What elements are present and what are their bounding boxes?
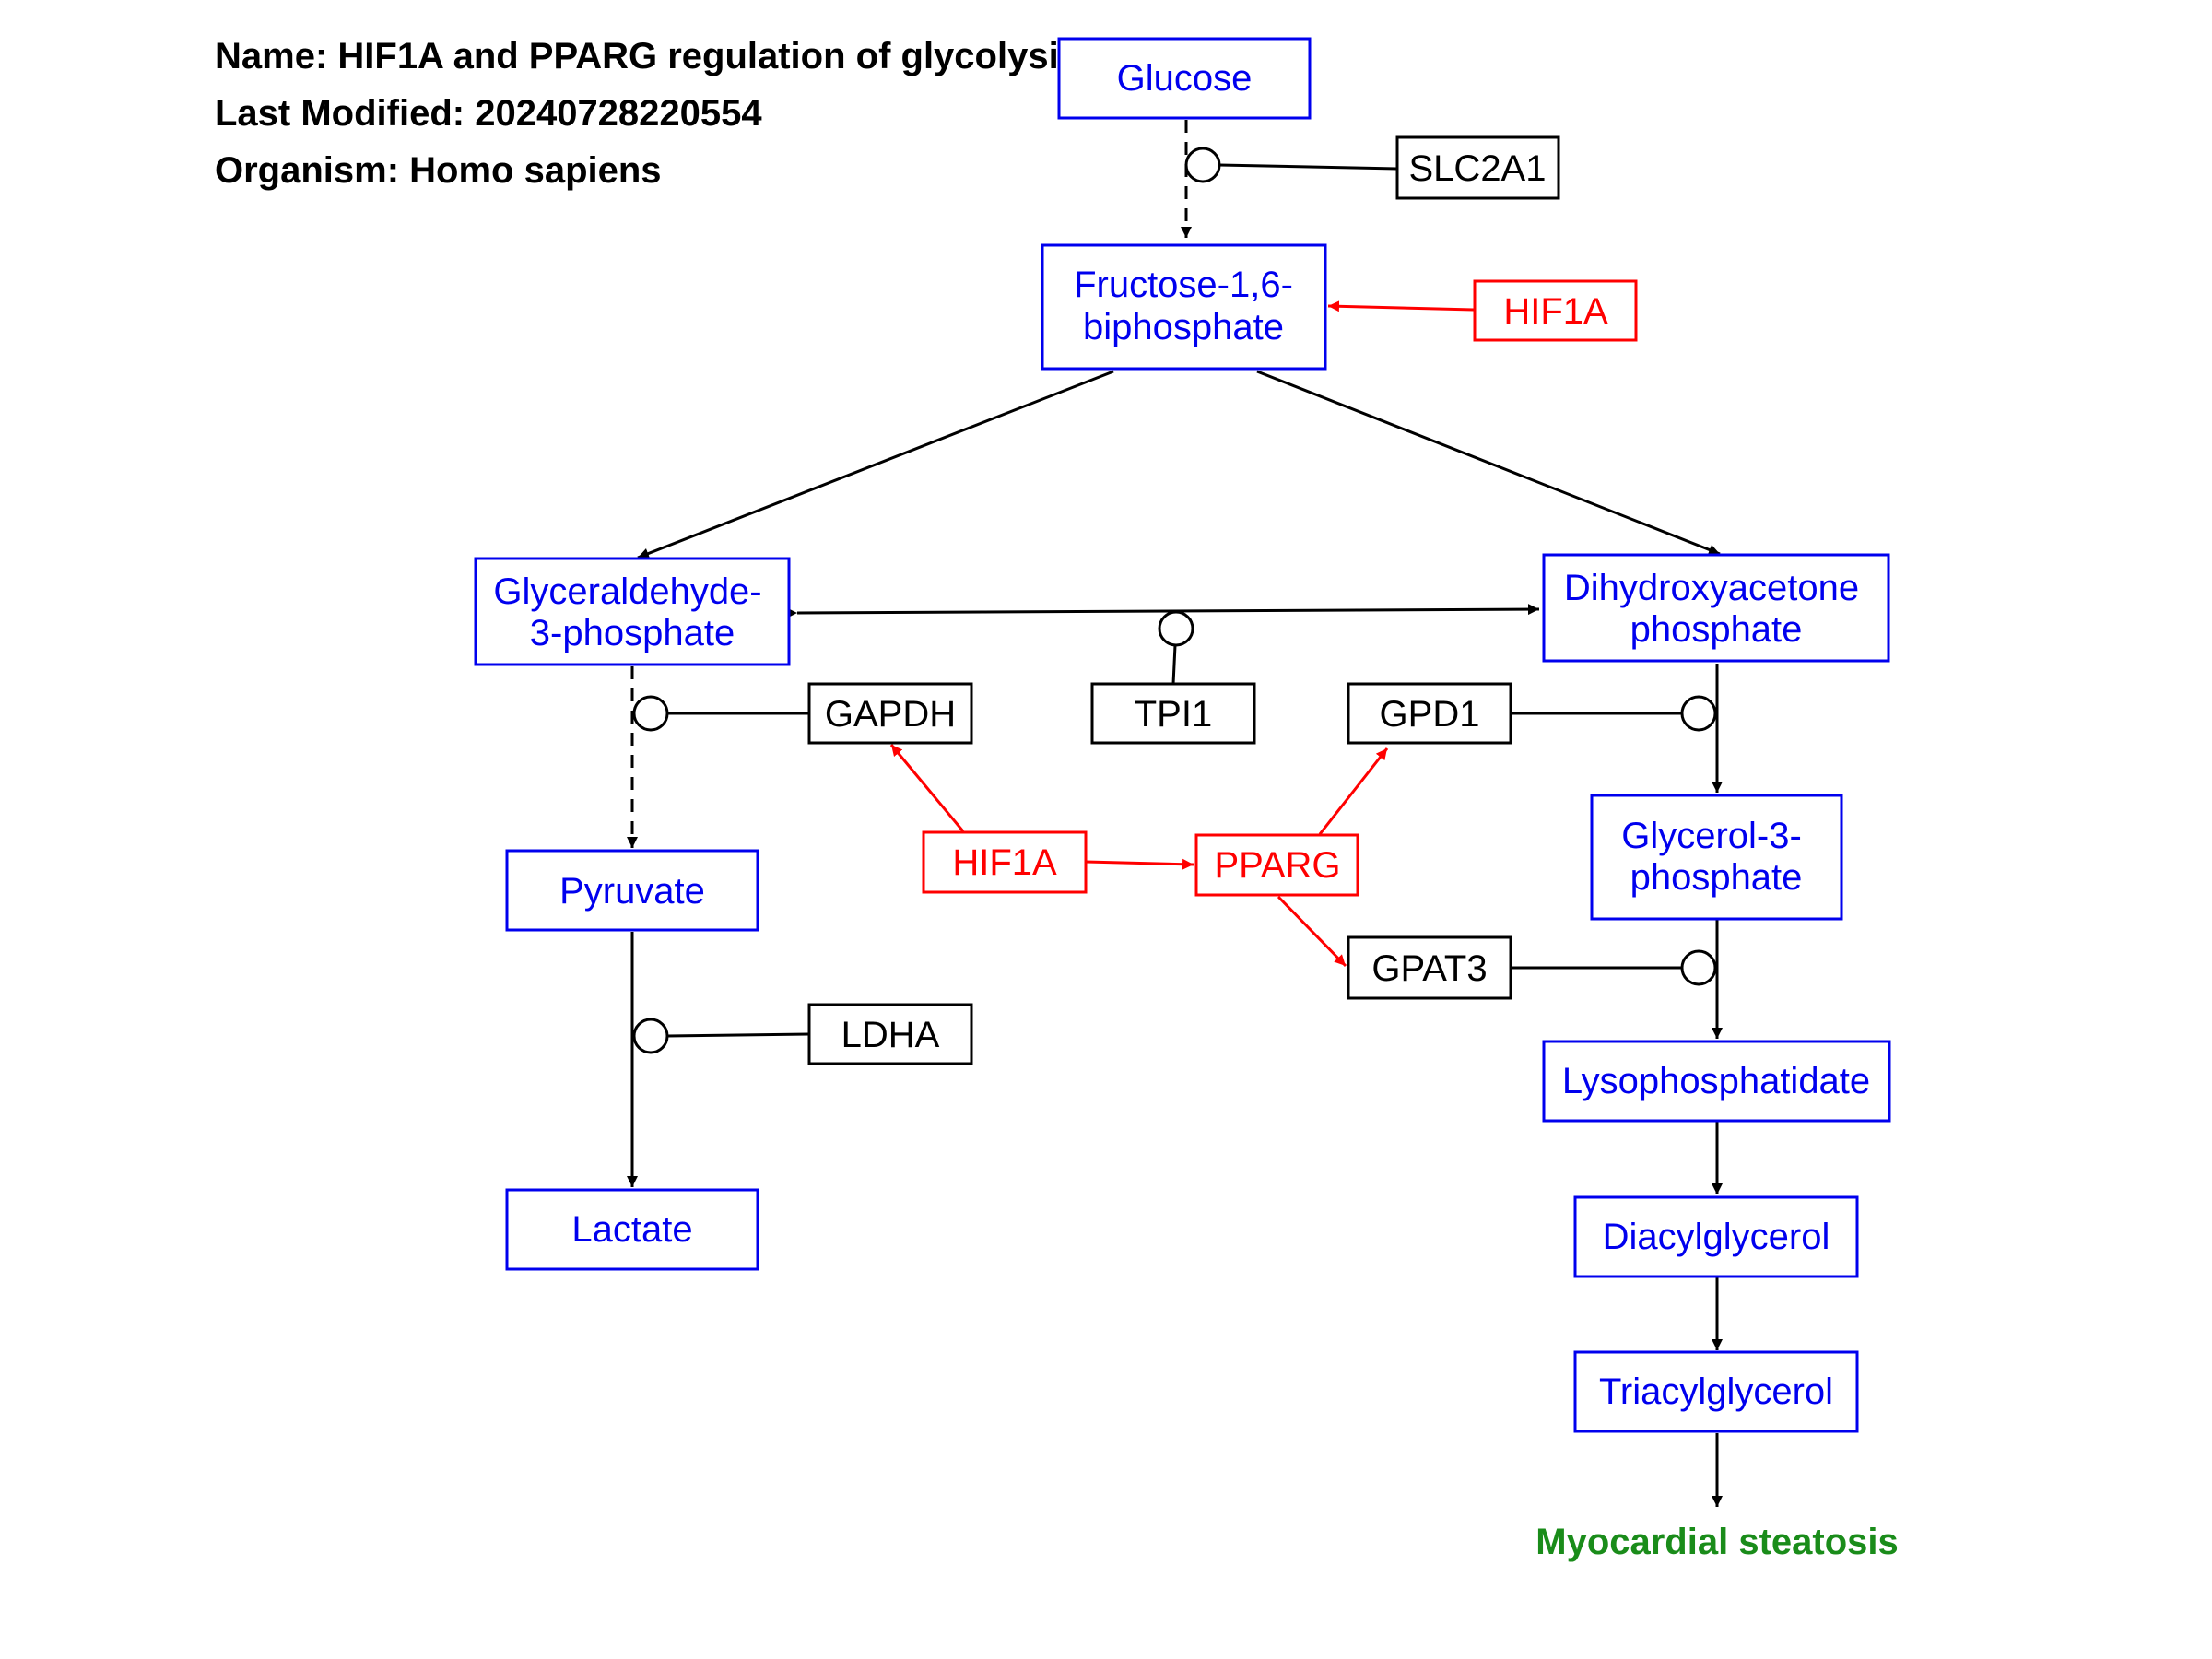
edge-fbp-dhap: [1256, 370, 1721, 556]
node-diacylglycerol[interactable]: Diacylglycerol: [1573, 1195, 1859, 1278]
label-dhap-line1: Dihydroxyacetone: [1564, 568, 1859, 608]
node-fructose-1-6-biphosphate[interactable]: Fructose-1,6- biphosphate: [1041, 243, 1327, 371]
node-glucose[interactable]: Glucose: [1057, 37, 1312, 120]
edge-slc2a1-catalysis: [1218, 163, 1398, 171]
label-hif1a-top: HIF1A: [1503, 291, 1608, 332]
catalysis-circle-gapdh: [632, 695, 669, 732]
pathway-name: Name: HIF1A and PPARG regulation of glyc…: [215, 36, 1079, 76]
label-pparg: PPARG: [1214, 845, 1340, 886]
regulator-nodes: HIF1A HIF1A PPARG: [922, 279, 1638, 897]
label-g3p-line1: Glyceraldehyde-: [493, 571, 761, 612]
edge-hif1a-pparg: [1085, 858, 1194, 870]
node-tpi1[interactable]: TPI1: [1090, 682, 1256, 745]
label-hif1a-mid: HIF1A: [952, 842, 1057, 883]
label-glucose: Glucose: [1117, 58, 1253, 99]
label-fbp-line2: biphosphate: [1083, 307, 1284, 347]
metabolite-nodes: Glucose Fructose-1,6- biphosphate Glycer…: [474, 37, 1891, 1433]
node-glyceraldehyde-3-phosphate[interactable]: Glyceraldehyde- 3-phosphate: [474, 557, 791, 666]
node-hif1a-mid[interactable]: HIF1A: [922, 830, 1088, 894]
node-hif1a-top[interactable]: HIF1A: [1473, 279, 1638, 342]
label-gpat3: GPAT3: [1371, 948, 1487, 989]
edge-g3p-dhap: [785, 604, 1540, 619]
node-dihydroxyacetone-phosphate[interactable]: Dihydroxyacetone phosphate: [1542, 553, 1890, 663]
node-gpd1[interactable]: GPD1: [1347, 682, 1512, 745]
edge-pparg-gpat3: [1277, 895, 1347, 968]
label-pyruvate: Pyruvate: [559, 871, 705, 912]
label-fbp-line1: Fructose-1,6-: [1074, 265, 1293, 305]
catalysis-circle-gpat3: [1680, 949, 1717, 986]
edges: [627, 120, 1723, 1507]
label-glycerol3p-line2: phosphate: [1630, 857, 1803, 898]
node-pparg[interactable]: PPARG: [1194, 833, 1359, 897]
node-lactate[interactable]: Lactate: [505, 1188, 759, 1271]
label-lysophosphatidate: Lysophosphatidate: [1562, 1061, 1870, 1101]
node-glycerol-3-phosphate[interactable]: Glycerol-3- phosphate: [1590, 794, 1843, 921]
label-ldha: LDHA: [841, 1015, 940, 1055]
label-slc2a1: SLC2A1: [1409, 148, 1547, 189]
node-gapdh[interactable]: GAPDH: [807, 682, 973, 745]
label-tpi1: TPI1: [1135, 694, 1212, 735]
gene-nodes: SLC2A1 GAPDH TPI1 GPD1 GPAT3 LDHA: [807, 135, 1560, 1065]
node-lysophosphatidate[interactable]: Lysophosphatidate: [1542, 1040, 1891, 1123]
edge-pparg-gpd1: [1318, 747, 1389, 835]
regulation-edges: [889, 300, 1475, 968]
catalysis-circle-gpd1: [1680, 695, 1717, 732]
node-slc2a1[interactable]: SLC2A1: [1395, 135, 1560, 200]
node-ldha[interactable]: LDHA: [807, 1003, 973, 1065]
node-triacylglycerol[interactable]: Triacylglycerol: [1573, 1350, 1859, 1433]
catalysis-circle-ldha: [632, 1018, 669, 1054]
label-diacylglycerol: Diacylglycerol: [1603, 1217, 1830, 1257]
label-lactate: Lactate: [571, 1209, 692, 1250]
edge-fbp-g3p: [637, 370, 1114, 559]
label-triacylglycerol: Triacylglycerol: [1599, 1371, 1833, 1412]
organism: Organism: Homo sapiens: [215, 150, 662, 191]
label-gpd1: GPD1: [1380, 694, 1480, 735]
catalysis-circle-slc2a1: [1184, 147, 1221, 183]
label-dhap-line2: phosphate: [1630, 609, 1803, 650]
edge-hif1a-gapdh: [889, 744, 965, 832]
label-glycerol3p-line1: Glycerol-3-: [1621, 816, 1802, 856]
outcome-myocardial-steatosis[interactable]: Myocardial steatosis: [1535, 1522, 1899, 1562]
edge-ldha-catalysis: [666, 1032, 810, 1038]
edge-tpi1-catalysis: [1171, 644, 1177, 685]
catalysis-circle-tpi1: [1158, 610, 1194, 647]
node-pyruvate[interactable]: Pyruvate: [505, 849, 759, 932]
edge-hif1a-fbp: [1327, 300, 1475, 312]
node-gpat3[interactable]: GPAT3: [1347, 935, 1512, 1000]
last-modified: Last Modified: 20240728220554: [215, 93, 762, 134]
label-g3p-line2: 3-phosphate: [530, 613, 735, 653]
label-gapdh: GAPDH: [825, 694, 956, 735]
